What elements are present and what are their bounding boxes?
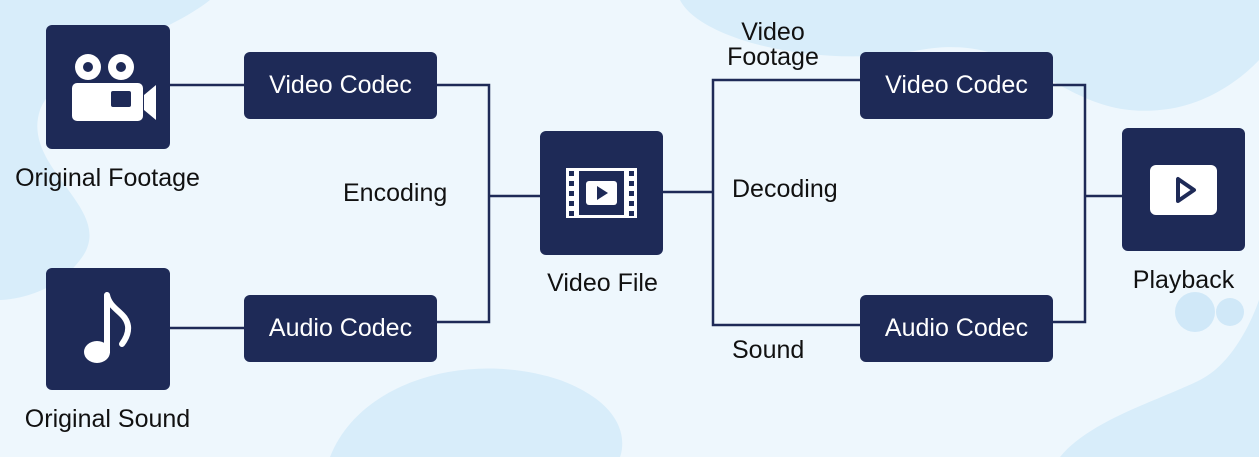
original-footage-label: Original Footage (15, 164, 200, 192)
decode-audio-codec: Audio Codec (860, 295, 1053, 362)
video-footage-label: Video Footage (727, 18, 819, 71)
original-footage-node (46, 25, 170, 149)
decode-video-codec: Video Codec (860, 52, 1053, 119)
original-sound-node (46, 268, 170, 390)
decoding-label: Decoding (732, 175, 838, 203)
sound-label: Sound (732, 336, 805, 364)
video-file-label: Video File (547, 269, 658, 297)
encoding-label: Encoding (343, 179, 448, 207)
video-camera-icon (72, 54, 156, 121)
play-icon (1150, 165, 1217, 215)
playback-label: Playback (1132, 266, 1235, 294)
encode-audio-codec: Audio Codec (244, 295, 437, 362)
film-strip-icon (566, 168, 637, 218)
playback-node (1122, 128, 1245, 251)
original-sound-label: Original Sound (24, 405, 191, 433)
music-note-icon (84, 292, 132, 363)
encode-video-codec: Video Codec (244, 52, 437, 119)
video-file-node (540, 131, 663, 255)
